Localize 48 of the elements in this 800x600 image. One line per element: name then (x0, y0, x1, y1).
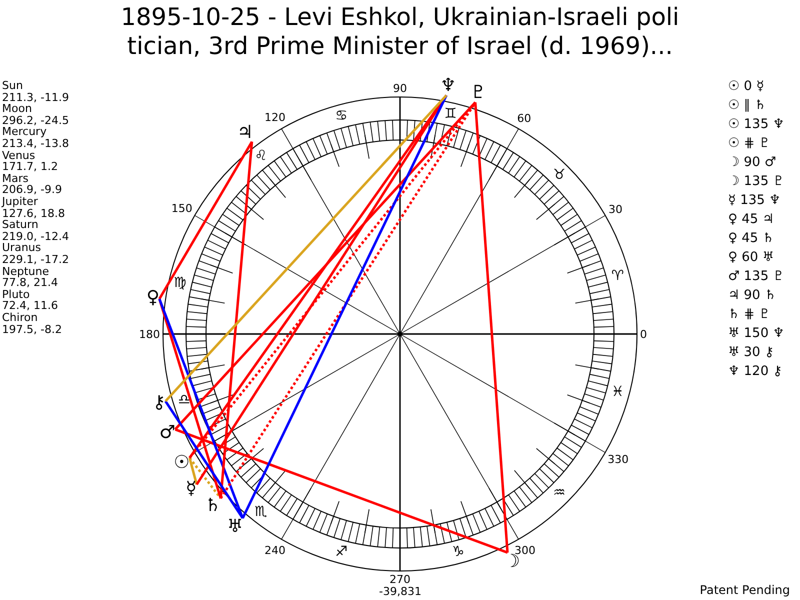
aspect-entry: ♀ 60 ♅ (728, 251, 774, 264)
position-value: 77.8, 21.4 (2, 277, 58, 289)
planet-symbol: ♀ (146, 288, 160, 307)
position-value: 171.7, 1.2 (2, 161, 58, 173)
position-value: 206.9, -9.9 (2, 184, 62, 196)
aspect-entry: ☉ ⋕ ♇ (728, 137, 770, 150)
planet-name: Venus (2, 150, 36, 162)
aspect-entry: ♅ 30 ⚷ (728, 346, 774, 359)
planet-name: Neptune (2, 266, 50, 278)
planet-name: Chiron (2, 312, 38, 324)
position-value: 229.1, -17.2 (2, 254, 69, 266)
aspect-entry: ♄ ⋕ ♇ (728, 308, 770, 321)
planet-name: Uranus (2, 242, 41, 254)
planet-symbol: ⚷ (152, 394, 166, 412)
position-value: 213.4, -13.8 (2, 138, 69, 150)
position-value: 127.6, 18.8 (2, 208, 65, 220)
degree-label: 180 (139, 328, 160, 340)
degree-label: 270 (390, 574, 410, 585)
position-value: 219.0, -12.4 (2, 230, 69, 242)
footer-note: Patent Pending (700, 584, 790, 596)
planet-name: Pluto (2, 288, 30, 300)
aspect-entry: ☉ 0 ☿ (728, 80, 764, 93)
aspect-entry: ♂ 135 ♇ (728, 270, 784, 283)
numeric-label: -39,831 (379, 586, 422, 597)
aspect-entry: ♀ 45 ♃ (728, 213, 774, 226)
aspect-entry: ♃ 90 ♄ (728, 289, 776, 302)
aspect-entry: ☉ 135 ♆ (728, 118, 784, 131)
position-value: 197.5, -8.2 (2, 324, 62, 336)
aspect-entry: ☽ 90 ♂ (728, 156, 776, 169)
degree-label: 0 (640, 328, 647, 340)
planet-name: Jupiter (2, 196, 38, 208)
planet-name: Mars (2, 172, 28, 184)
planet-symbol: ♆ (440, 77, 456, 96)
planet-name: Moon (2, 103, 32, 115)
chart-title: 1895-10-25 - Levi Eshkol, Ukrainian-Israeli poli tician, 3rd Prime Minister of Israel (d. 1969)... (120, 3, 680, 61)
planet-name: Sun (2, 80, 23, 92)
aspect-entry: ♆ 120 ⚷ (728, 365, 782, 378)
aspect-entry: ♅ 150 ♆ (728, 327, 784, 340)
planet-name: Saturn (2, 219, 38, 231)
degree-label: 90 (393, 83, 407, 94)
position-value: 72.4, 11.6 (2, 300, 58, 312)
planet-name: Mercury (2, 126, 47, 138)
aspect-entry: ☿ 135 ♆ (728, 194, 781, 207)
aspect-entry: ☉ ∥ ♄ (728, 99, 766, 112)
aspect-entry: ☽ 135 ♇ (728, 175, 784, 188)
aspect-entry: ♀ 45 ♄ (728, 232, 774, 245)
position-value: 211.3, -11.9 (2, 92, 69, 104)
position-value: 296.2, -24.5 (2, 114, 69, 126)
